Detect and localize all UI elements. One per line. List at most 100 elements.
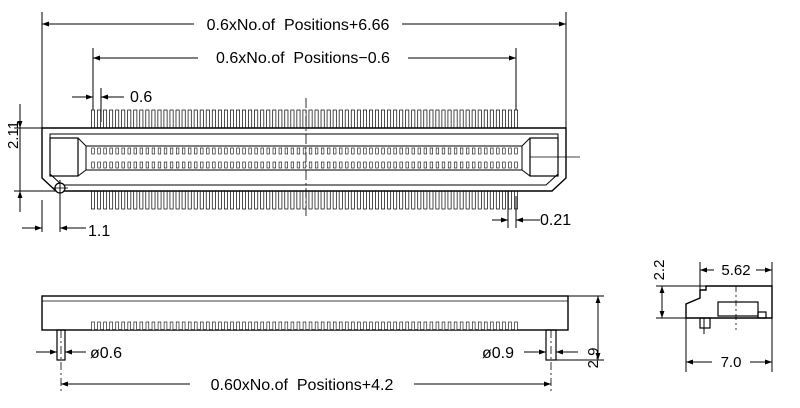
pin: [290, 161, 295, 169]
pin: [230, 321, 234, 331]
pin: [248, 321, 252, 331]
pin: [194, 161, 198, 169]
pin: [145, 161, 149, 169]
pin: [109, 109, 114, 129]
pin: [127, 321, 131, 331]
pin: [501, 109, 506, 129]
pin: [393, 109, 398, 129]
pin: [393, 147, 397, 155]
pin: [91, 321, 95, 331]
pin: [272, 147, 276, 155]
pin: [145, 190, 150, 210]
pin: [103, 190, 108, 210]
pin: [320, 109, 325, 129]
pin: [211, 190, 216, 210]
pin: [369, 321, 373, 331]
pin: [223, 109, 228, 129]
pin: [417, 109, 422, 129]
pin: [115, 321, 119, 331]
end-view-dimensions: 2.2 5.62 7.0: [651, 260, 772, 371]
pin: [109, 321, 113, 331]
pin: [514, 147, 518, 155]
pin: [375, 190, 379, 210]
pin: [441, 109, 446, 129]
pin: [302, 147, 307, 155]
pin: [115, 161, 119, 169]
pin: [489, 190, 494, 210]
pin: [169, 190, 174, 210]
pin: [326, 190, 331, 210]
pin: [157, 321, 162, 331]
pin: [344, 190, 349, 210]
pin: [320, 321, 325, 331]
pin: [483, 190, 488, 210]
pin: [230, 190, 234, 210]
pin: [193, 190, 198, 210]
pin: [145, 109, 150, 129]
pin: [97, 161, 101, 169]
pin-row-upper: [91, 109, 518, 129]
pin: [502, 161, 506, 169]
pin: [387, 321, 391, 331]
pin: [296, 147, 301, 155]
pin: [308, 321, 313, 331]
pin: [411, 147, 415, 155]
pin: [417, 147, 421, 155]
pin: [212, 321, 216, 331]
pin: [423, 161, 427, 169]
pin: [417, 321, 422, 331]
pin: [447, 321, 452, 331]
pin: [115, 147, 119, 155]
pin: [200, 147, 204, 155]
pin: [484, 161, 488, 169]
pin: [157, 109, 162, 129]
pin: [133, 321, 137, 331]
pin: [459, 190, 464, 210]
pin: [296, 190, 301, 210]
pin: [339, 147, 343, 155]
pin: [109, 161, 113, 169]
pin: [387, 190, 392, 210]
pin: [369, 190, 373, 210]
pin: [290, 190, 295, 210]
pin: [242, 161, 246, 169]
pin: [121, 190, 126, 210]
pin: [121, 109, 126, 129]
pin: [345, 161, 349, 169]
pin: [212, 161, 216, 169]
pin: [157, 190, 162, 210]
pin: [236, 321, 240, 331]
pin: [151, 109, 156, 129]
pin: [399, 147, 403, 155]
pin: [266, 109, 271, 129]
pin: [139, 190, 144, 210]
pin: [508, 147, 512, 155]
pin: [260, 109, 265, 129]
pitch-label: 0.6: [130, 89, 152, 106]
pin: [351, 161, 355, 169]
pin: [429, 321, 434, 331]
pin: [471, 321, 476, 331]
pin: [308, 109, 313, 129]
pin: [211, 109, 216, 129]
pin: [121, 161, 125, 169]
pin: [248, 147, 252, 155]
pin: [109, 190, 114, 210]
pin: [278, 161, 282, 169]
pin: [254, 161, 258, 169]
pin: [381, 147, 385, 155]
pin: [345, 147, 349, 155]
pin: [369, 161, 373, 169]
pin: [514, 161, 518, 169]
pin: [338, 190, 343, 210]
pin: [97, 109, 101, 129]
left-pocket: [49, 137, 79, 177]
pin: [151, 190, 156, 210]
side-view: [41, 295, 604, 392]
pin: [351, 321, 355, 331]
pin: [254, 190, 259, 210]
pin: [236, 147, 240, 155]
pin: [435, 161, 440, 169]
pin: [181, 109, 186, 129]
pin: [387, 147, 391, 155]
